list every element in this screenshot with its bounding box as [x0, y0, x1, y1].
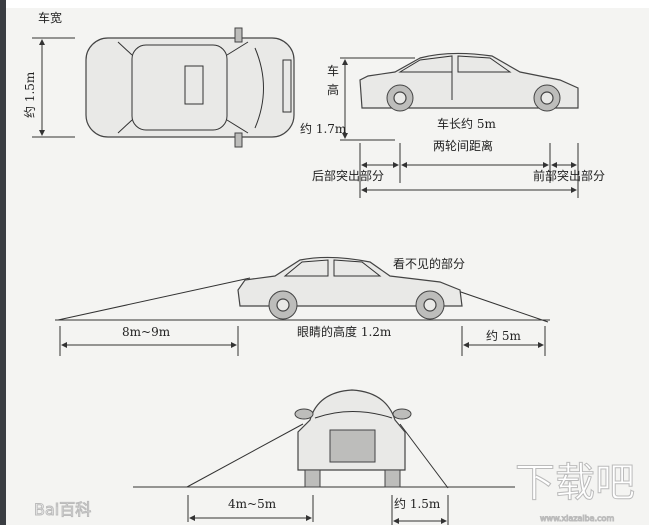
blind-front-dimensions — [187, 495, 449, 525]
rear-overhang-label: 后部突出部分 — [312, 168, 384, 183]
left-border — [0, 0, 6, 525]
eye-height-label: 眼睛的高度 1.2m — [297, 324, 392, 339]
wheelbase-label: 两轮间距离 — [433, 138, 493, 153]
blind-spot-front-view — [133, 389, 515, 489]
blind-side-dimensions — [59, 326, 546, 356]
front-blind-distance: 约 5m — [486, 328, 521, 343]
site-url-watermark: www.xiazaiba.com — [540, 514, 614, 523]
car-length-label: 车长约 5m — [437, 116, 496, 131]
baidu-watermark: Bai百科 — [34, 500, 91, 519]
car-width-value: 约 1.5m — [22, 71, 37, 118]
front-right-distance: 约 1.5m — [394, 496, 441, 511]
front-overhang-label: 前部突出部分 — [533, 168, 605, 183]
top-margin — [6, 0, 649, 8]
rear-blind-distance: 8m~9m — [122, 325, 171, 339]
front-left-distance: 4m~5m — [228, 497, 277, 511]
car-width-dimension — [32, 37, 75, 138]
car-height-label-1: 车 — [327, 63, 339, 78]
car-width-label: 车宽 — [38, 10, 62, 25]
blind-spot-side-view — [55, 256, 550, 323]
site-watermark: 下载吧 — [515, 460, 635, 506]
side-dimensions — [340, 57, 579, 198]
car-side-view — [359, 52, 579, 112]
car-top-view — [85, 27, 295, 148]
rear-overhang-value: 约 1.7m — [300, 121, 347, 136]
car-height-label-2: 高 — [327, 82, 339, 97]
blind-area-label: 看不见的部分 — [393, 256, 465, 271]
